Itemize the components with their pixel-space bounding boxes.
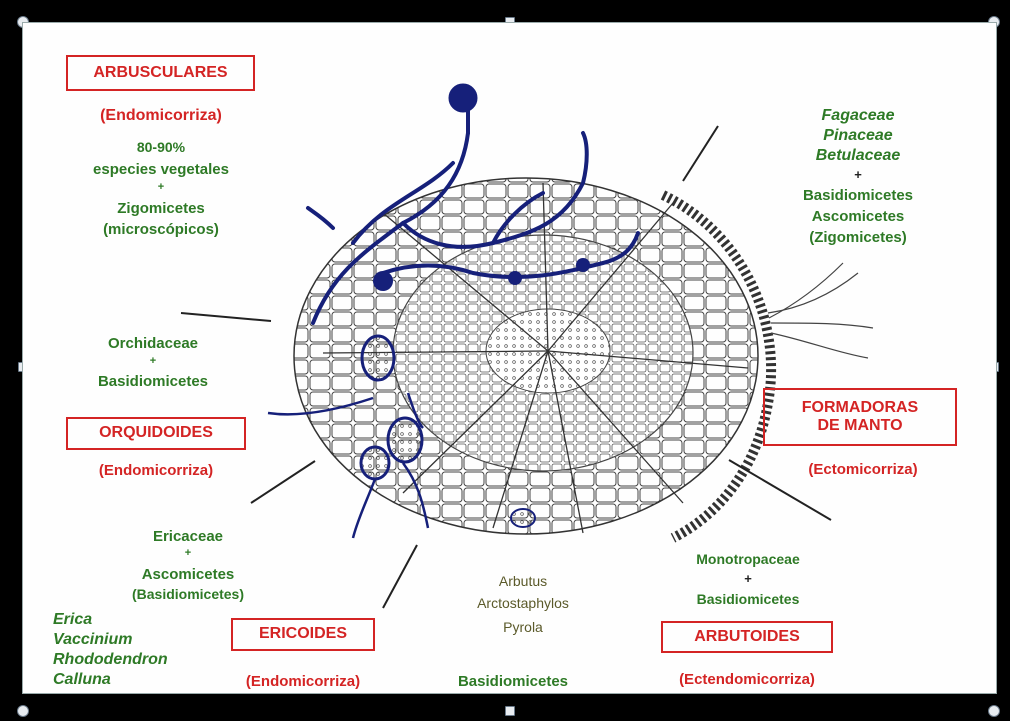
external-hyphae-right	[768, 263, 873, 358]
arbutoides-title: ARBUTOIDES	[694, 628, 800, 646]
arbutoides-fungus: Basidiomicetes	[673, 591, 823, 607]
ecto-fungus-basidiomicetes: Basidiomicetes	[783, 187, 933, 204]
arbutoides-plus: +	[728, 571, 768, 586]
orquidoides-subtitle: (Endomicorriza)	[71, 462, 241, 479]
ericoides-plant: Ericaceae	[128, 528, 248, 545]
ericoides-genus-rhododendron: Rhododendron	[53, 651, 168, 669]
resize-handle-bottom-center[interactable]	[505, 706, 515, 716]
ericoides-genus-calluna: Calluna	[53, 671, 111, 689]
vesicle-2	[508, 271, 522, 285]
arbutoides-genus-arctostaphylos: Arctostaphylos	[453, 595, 593, 611]
ericoides-title: ERICOIDES	[259, 625, 347, 643]
arbutoides-center-fungus: Basidiomicetes	[438, 673, 588, 690]
ericoides-plus: +	[168, 547, 208, 559]
arbusculares-fungus: Zigomicetes	[81, 200, 241, 217]
ericoides-title-box: ERICOIDES	[231, 618, 375, 651]
arbusculares-title: ARBUSCULARES	[93, 64, 227, 82]
ecto-family-fagaceae: Fagaceae	[803, 107, 913, 125]
orquidoides-title-box: ORQUIDOIDES	[66, 417, 246, 450]
arbutoides-plant: Monotropaceae	[673, 551, 823, 567]
ericoides-subtitle: (Endomicorriza)	[223, 673, 383, 690]
ericoides-genus-erica: Erica	[53, 611, 92, 629]
ericoides-genus-vaccinium: Vaccinium	[53, 631, 132, 649]
arbusculares-title-box: ARBUSCULARES	[66, 55, 255, 91]
arbutoides-title-box: ARBUTOIDES	[661, 621, 833, 653]
ecto-family-betulaceae: Betulaceae	[798, 147, 918, 165]
vesicle-1	[373, 271, 393, 291]
formadoras-title-box: FORMADORAS DE MANTO	[763, 388, 957, 446]
ericoides-fungus-note: (Basidiomicetes)	[108, 586, 268, 602]
ecto-family-pinaceae: Pinaceae	[803, 127, 913, 145]
orquidoides-plus: +	[133, 355, 173, 367]
arbusculares-subtitle: (Endomicorriza)	[81, 107, 241, 125]
arbusculares-species: especies vegetales	[51, 161, 271, 178]
resize-handle-bottom-right[interactable]	[988, 705, 1000, 717]
ericoides-fungus: Ascomicetes	[123, 566, 253, 583]
arbutoides-genus-arbutus: Arbutus	[463, 573, 583, 589]
orquidoides-title: ORQUIDOIDES	[99, 424, 213, 442]
arbusculares-plus: +	[141, 181, 181, 193]
arbusculares-fungus-note: (microscópicos)	[71, 221, 251, 238]
formadoras-title-line1: FORMADORAS	[802, 399, 918, 417]
formadoras-subtitle: (Ectomicorriza)	[783, 461, 943, 478]
ecto-fungus-zigomicetes: (Zigomicetes)	[788, 229, 928, 246]
diagram-canvas: ARBUSCULARES (Endomicorriza) 80-90% espe…	[22, 22, 997, 694]
resize-handle-bottom-left[interactable]	[17, 705, 29, 717]
formadoras-title-line2: DE MANTO	[817, 417, 902, 435]
arbutoides-subtitle: (Ectendomicorriza)	[651, 671, 843, 688]
orquidoides-fungus: Basidiomicetes	[78, 373, 228, 390]
vesicle-3	[576, 258, 590, 272]
arbusculares-percent: 80-90%	[81, 139, 241, 155]
ecto-fungus-ascomicetes: Ascomicetes	[793, 208, 923, 225]
arbutoides-genus-pyrola: Pyrola	[463, 619, 583, 635]
spore-top	[449, 84, 477, 112]
ecto-plus: +	[838, 167, 878, 182]
orquidoides-plant: Orchidaceae	[83, 335, 223, 352]
